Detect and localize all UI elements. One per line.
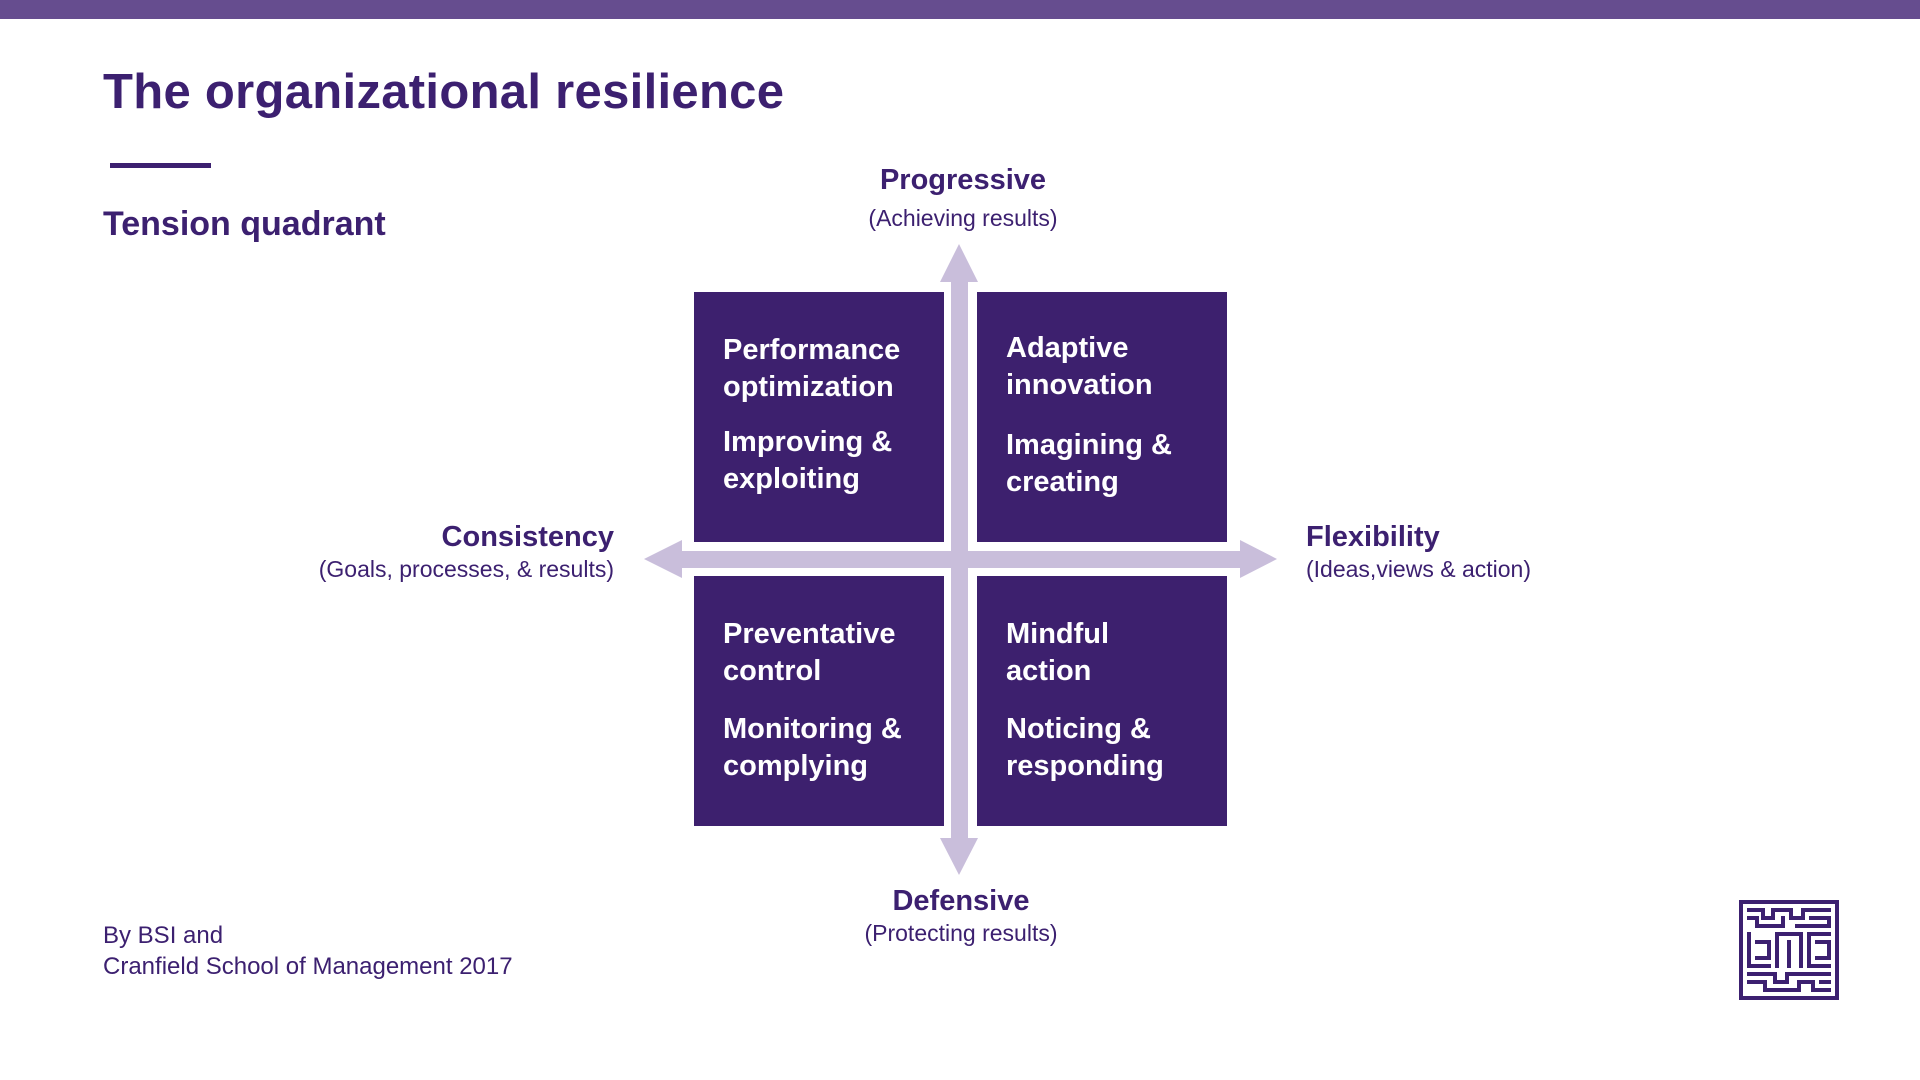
- axis-label-consistency: Consistency (Goals, processes, & results…: [214, 520, 614, 584]
- axis-label-defensive: Defensive (Protecting results): [761, 884, 1161, 948]
- quadrant-desc-line: Noticing &: [1006, 713, 1151, 745]
- axis-label-title: Flexibility: [1306, 521, 1440, 553]
- quadrant-name-line: Adaptive: [1006, 332, 1129, 364]
- quadrant-desc-line: exploiting: [723, 463, 860, 495]
- horizontal-axis: [678, 551, 1244, 568]
- page-title: The organizational resilience: [103, 65, 785, 119]
- left-arrow-head: [644, 540, 682, 578]
- quadrant-description: Noticing & responding: [1006, 711, 1221, 785]
- title-underline: [110, 163, 211, 168]
- quadrant-name: Mindful action: [1006, 616, 1221, 690]
- quadrant-preventative-control: Preventative control Monitoring & comply…: [694, 576, 944, 826]
- axis-label-title: Consistency: [441, 521, 614, 553]
- quadrant-desc-line: responding: [1006, 750, 1164, 782]
- credit-line: Cranfield School of Management 2017: [103, 953, 513, 980]
- maze-logo-icon: [1739, 900, 1839, 1000]
- axis-label-subtitle: (Achieving results): [868, 205, 1058, 231]
- quadrant-desc-line: Imagining &: [1006, 429, 1172, 461]
- quadrant-name-line: Mindful: [1006, 618, 1110, 650]
- axis-label-subtitle: (Protecting results): [864, 920, 1058, 946]
- quadrant-desc-line: complying: [723, 750, 869, 782]
- quadrant-description: Monitoring & complying: [723, 711, 938, 785]
- quadrant-mindful-action: Mindful action Noticing & responding: [977, 576, 1227, 826]
- quadrant-adaptive-innovation: Adaptive innovation Imagining & creating: [977, 292, 1227, 542]
- quadrant-name-line: action: [1006, 655, 1092, 687]
- axis-label-subtitle: (Goals, processes, & results): [318, 556, 614, 582]
- quadrant-name-line: Performance: [723, 334, 901, 366]
- credit-text: By BSI and Cranfield School of Managemen…: [103, 920, 513, 982]
- credit-line: By BSI and: [103, 922, 224, 949]
- quadrant-name: Performance optimization: [723, 332, 938, 406]
- quadrant-desc-line: Improving &: [723, 426, 893, 458]
- quadrant-desc-line: creating: [1006, 466, 1119, 498]
- quadrant-description: Imagining & creating: [1006, 427, 1221, 501]
- down-arrow-head: [940, 838, 978, 875]
- quadrant-description: Improving & exploiting: [723, 424, 938, 498]
- top-accent-bar: [0, 0, 1920, 19]
- axis-label-title: Defensive: [892, 885, 1030, 917]
- quadrant-name: Adaptive innovation: [1006, 330, 1221, 404]
- quadrant-name-line: control: [723, 655, 822, 687]
- right-arrow-head: [1240, 540, 1277, 578]
- quadrant-name: Preventative control: [723, 616, 938, 690]
- axis-label-title: Progressive: [879, 164, 1047, 196]
- quadrant-name-line: Preventative: [723, 618, 896, 650]
- up-arrow-head: [940, 244, 978, 282]
- quadrant-desc-line: Monitoring &: [723, 713, 902, 745]
- quadrant-performance-optimization: Performance optimization Improving & exp…: [694, 292, 944, 542]
- axis-label-subtitle: (Ideas,views & action): [1306, 556, 1531, 582]
- quadrant-name-line: innovation: [1006, 369, 1153, 401]
- axis-label-progressive: Progressive (Achieving results): [763, 163, 1163, 233]
- axis-label-flexibility: Flexibility (Ideas,views & action): [1306, 520, 1706, 584]
- page-subtitle: Tension quadrant: [103, 205, 386, 243]
- quadrant-name-line: optimization: [723, 371, 894, 403]
